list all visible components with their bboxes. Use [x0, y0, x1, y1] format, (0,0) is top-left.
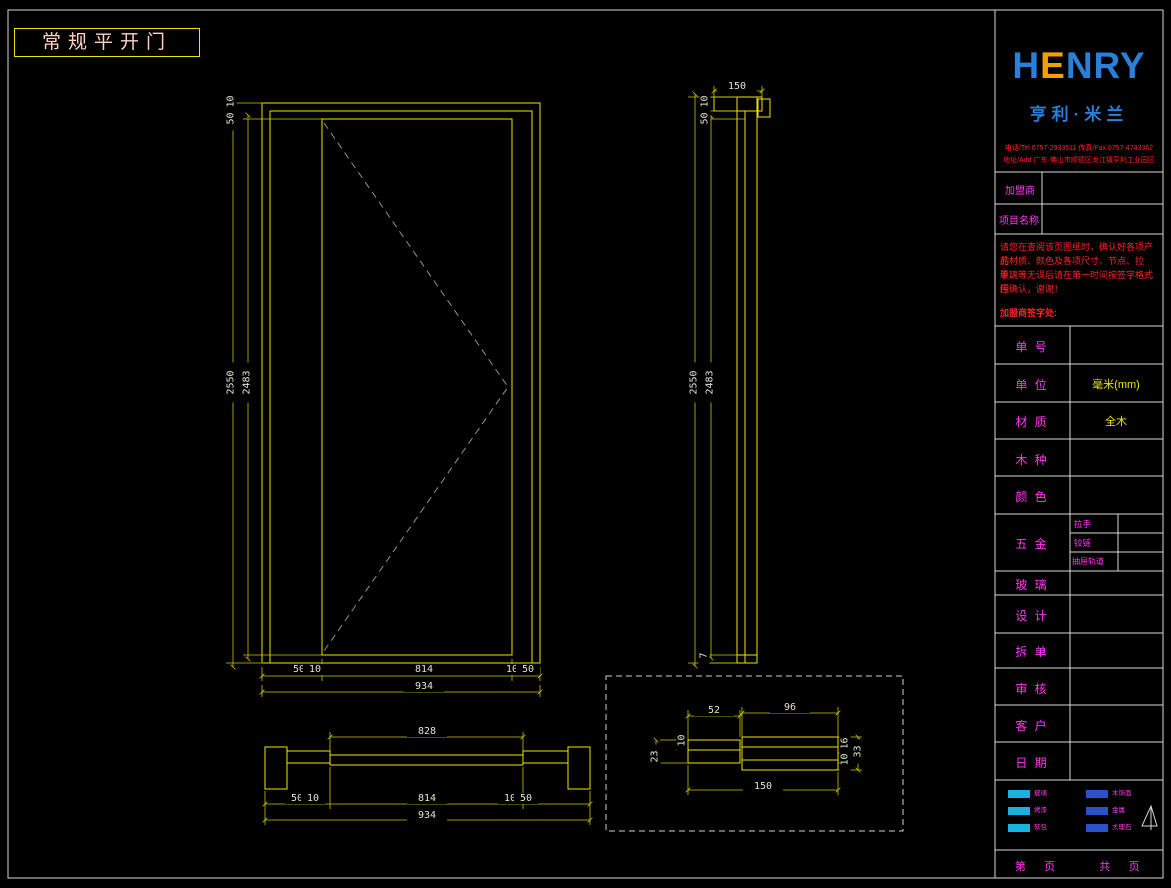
legend-label: 大理石 — [1112, 824, 1132, 831]
project-name-label: 项目名称 — [999, 216, 1039, 227]
legend-label: 软包 — [1034, 824, 1047, 831]
legend-label: 木饰面 — [1112, 790, 1132, 797]
dim-detail-left-thickness: 10 — [676, 728, 688, 753]
dim-front-bottom-left-10: 10 — [303, 664, 327, 675]
drawing-title: 常规平开门 — [41, 32, 172, 53]
dim-plan-left-50: 50 — [285, 793, 309, 804]
franchisee-label: 加盟商 — [1005, 186, 1035, 197]
row-label-date: 日 期 — [1015, 756, 1049, 770]
legend-label: 金属 — [1112, 807, 1125, 814]
dim-front-height-leaf: 2483 — [241, 362, 253, 403]
hardware-sub-handle: 拉手 — [1074, 519, 1092, 529]
dim-plan-right-50: 50 — [514, 793, 538, 804]
dim-detail-total-width: 150 — [743, 781, 783, 792]
row-label-wood-type: 木 种 — [1015, 453, 1049, 467]
legend-swatch — [1086, 790, 1108, 798]
row-label-hardware: 五 金 — [1015, 537, 1049, 551]
dim-side-top-frame: 50 — [699, 106, 711, 131]
logo-letter-accent: E — [1040, 45, 1066, 86]
logo-letter: R — [1093, 45, 1120, 86]
dim-front-bottom-right-50: 50 — [516, 664, 540, 675]
row-label-customer: 客 户 — [1015, 719, 1049, 733]
row-label-design: 设 计 — [1015, 609, 1049, 623]
legend-swatch — [1008, 824, 1030, 832]
drawing-title-box: 常规平开门 — [14, 28, 200, 57]
dim-front-bottom-total: 934 — [404, 681, 444, 692]
row-label-glass: 玻 璃 — [1015, 578, 1049, 592]
row-label-breakdown: 拆 单 — [1015, 645, 1049, 659]
dim-plan-mid: 814 — [407, 793, 447, 804]
row-value-material: 全木 — [1105, 416, 1127, 428]
north-arrow-icon — [1141, 804, 1158, 830]
row-value-unit: 毫米(mm) — [1092, 379, 1140, 391]
dim-plan-left-10: 10 — [301, 793, 325, 804]
logo-letter: N — [1065, 45, 1094, 86]
dim-side-height-total: 2550 — [688, 362, 700, 403]
contact-phone-fax: 电话/Tel 0757-2933611 传真/Fax 0757-4743362 — [1004, 145, 1154, 152]
dim-front-bottom-left-50: 50 — [287, 664, 311, 675]
note-line: 传确认，谢谢！ — [1000, 284, 1064, 294]
signature-label: 加盟商签字处: — [1000, 308, 1057, 318]
hardware-sub-rail: 抽屉轨道 — [1072, 557, 1104, 566]
dim-front-bottom-right-10: 10 — [500, 664, 524, 675]
row-label-unit: 单 位 — [1015, 378, 1049, 392]
dim-front-bottom-leaf: 814 — [404, 664, 444, 675]
note-line: 的材质、颜色及各项尺寸、节点、拉手、 — [1000, 256, 1145, 280]
dim-plan-leaf-width: 828 — [407, 726, 447, 737]
logo-letter: Y — [1119, 45, 1146, 86]
dim-detail-right-10: 10 — [839, 747, 851, 772]
legend-swatch — [1086, 807, 1108, 815]
legend-label: 烤漆 — [1034, 807, 1047, 814]
jamb-detail-drawing — [687, 736, 839, 771]
plan-section-drawing — [264, 746, 591, 790]
sheet-border-grid — [7, 9, 1164, 879]
brand-name: 亨利·米兰 — [1029, 105, 1129, 124]
detail-dashed-box — [605, 675, 904, 832]
dim-plan-right-10: 10 — [498, 793, 522, 804]
dim-side-head-width: 150 — [717, 81, 757, 92]
dim-detail-left-height: 23 — [649, 744, 661, 769]
row-label-material: 材 质 — [1015, 415, 1049, 429]
hardware-sub-hinge: 铰链 — [1074, 538, 1092, 548]
dim-detail-left-width: 52 — [694, 705, 734, 716]
legend-swatch — [1008, 790, 1030, 798]
legend-swatch — [1008, 807, 1030, 815]
dim-front-height-total: 2550 — [225, 362, 237, 403]
dim-side-height-leaf: 2483 — [704, 362, 716, 403]
front-elevation-drawing — [261, 102, 541, 664]
logo-letter: H — [1012, 45, 1041, 86]
dim-detail-right-height: 33 — [852, 739, 864, 764]
row-label-review: 审 核 — [1015, 682, 1049, 696]
side-elevation-drawing — [713, 96, 771, 664]
henry-logo: HENRY — [995, 45, 1163, 87]
door-swing-dashed-line — [323, 122, 509, 652]
note-line: 玻璃等无误后请在第一时间按签字格式回 — [1000, 270, 1154, 294]
dim-detail-right-width: 96 — [770, 702, 810, 713]
dim-plan-total: 934 — [407, 810, 447, 821]
legend-label: 玻璃 — [1034, 790, 1047, 797]
footer-total-pages: 共 页 — [1099, 861, 1140, 873]
dimension-lines — [226, 86, 862, 825]
row-label-color: 颜 色 — [1015, 490, 1049, 504]
row-label-order-no: 单 号 — [1015, 340, 1049, 354]
footer-page: 第 页 — [1014, 861, 1056, 873]
note-line: 请您在查阅该页图纸时，确认好各项产品 — [1000, 242, 1154, 266]
dim-front-top-frame: 50 — [225, 106, 237, 131]
contact-address: 地址/Add 广东·佛山市顺德区龙江镇亨利工业园区 — [1003, 157, 1155, 164]
dim-side-bottom-gap: 7 — [698, 647, 710, 664]
legend-swatch — [1086, 824, 1108, 832]
